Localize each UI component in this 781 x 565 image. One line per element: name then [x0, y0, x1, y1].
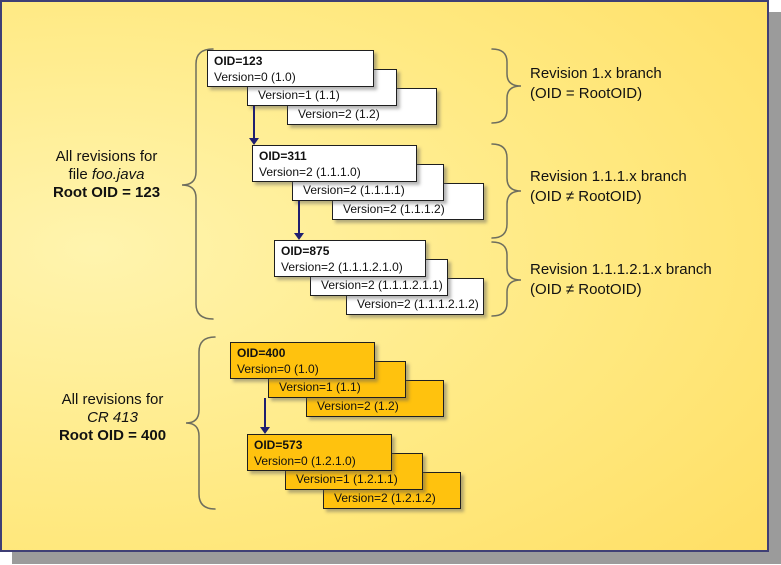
caption-line: All revisions for	[55, 148, 158, 165]
caption-line: Revision 1.x branch	[530, 65, 662, 82]
revision-oid-label: OID=123	[214, 54, 263, 68]
right-brace-branch-1x	[491, 48, 522, 124]
revision-version-label: Version=2 (1.1.1.2.1.1)	[321, 278, 443, 292]
revision-oid-label: OID=311	[259, 149, 307, 163]
arrow-line	[253, 106, 255, 138]
revision-version-label: Version=0 (1.0)	[214, 70, 296, 84]
right-brace-branch-11121x	[491, 241, 522, 317]
caption-line: Revision 1.1.1.x branch	[530, 168, 687, 185]
revision-box-front: OID=573 Version=0 (1.2.1.0)	[247, 434, 392, 471]
revision-version-label: Version=1 (1.1)	[258, 88, 340, 102]
caption-line: CR 413	[87, 409, 138, 426]
revision-version-label: Version=0 (1.0)	[237, 362, 319, 376]
arrow-line	[264, 398, 266, 427]
revision-version-label: Version=2 (1.1.1.0)	[259, 165, 361, 179]
arrow-connector-icon	[260, 398, 270, 434]
caption-line: Revision 1.1.1.2.1.x branch	[530, 261, 712, 278]
revision-version-label: Version=2 (1.2)	[317, 399, 399, 413]
revision-version-label: Version=0 (1.2.1.0)	[254, 454, 356, 468]
caption-branch-11121x: Revision 1.1.1.2.1.x branch (OID ≠ RootO…	[530, 260, 712, 300]
revision-version-label: Version=1 (1.1)	[279, 380, 361, 394]
arrow-head	[294, 233, 304, 240]
revision-box-front: OID=875 Version=2 (1.1.1.2.1.0)	[274, 240, 426, 277]
caption-line: file foo.java	[68, 166, 145, 183]
arrow-line	[298, 201, 300, 233]
revision-oid-label: OID=400	[237, 346, 286, 360]
revision-oid-label: OID=875	[281, 244, 330, 258]
revision-box-front: OID=311 Version=2 (1.1.1.0)	[252, 145, 417, 182]
revision-version-label: Version=2 (1.2.1.2)	[334, 491, 436, 505]
arrow-connector-icon	[249, 106, 259, 145]
caption-line: (OID ≠ RootOID)	[530, 188, 642, 205]
revision-version-label: Version=2 (1.1.1.2.1.0)	[281, 260, 403, 274]
caption-root-oid: Root OID = 400	[58, 427, 167, 444]
slide-canvas: All revisions for file foo.java Root OID…	[0, 0, 769, 552]
arrow-head	[249, 138, 259, 145]
caption-line: (OID = RootOID)	[530, 85, 643, 102]
caption-branch-111x: Revision 1.1.1.x branch (OID ≠ RootOID)	[530, 167, 687, 207]
right-brace-branch-111x	[491, 143, 522, 239]
revision-version-label: Version=1 (1.2.1.1)	[296, 472, 398, 486]
revision-box-front: OID=123 Version=0 (1.0)	[207, 50, 374, 87]
revision-version-label: Version=2 (1.1.1.1)	[303, 183, 405, 197]
caption-root-oid: Root OID = 123	[52, 184, 161, 201]
caption-line: (OID ≠ RootOID)	[530, 281, 642, 298]
revision-oid-label: OID=573	[254, 438, 303, 452]
revision-box-front: OID=400 Version=0 (1.0)	[230, 342, 375, 379]
arrow-connector-icon	[294, 201, 304, 240]
revision-version-label: Version=2 (1.2)	[298, 107, 380, 121]
arrow-head	[260, 427, 270, 434]
caption-line: All revisions for	[61, 391, 164, 408]
caption-all-revisions-cr413: All revisions for CR 413 Root OID = 400	[20, 391, 205, 445]
revision-version-label: Version=2 (1.1.1.2.1.2)	[357, 297, 479, 311]
caption-all-revisions-foo-java: All revisions for file foo.java Root OID…	[14, 148, 199, 202]
revision-version-label: Version=2 (1.1.1.2)	[343, 202, 445, 216]
caption-branch-1x: Revision 1.x branch (OID = RootOID)	[530, 64, 662, 104]
